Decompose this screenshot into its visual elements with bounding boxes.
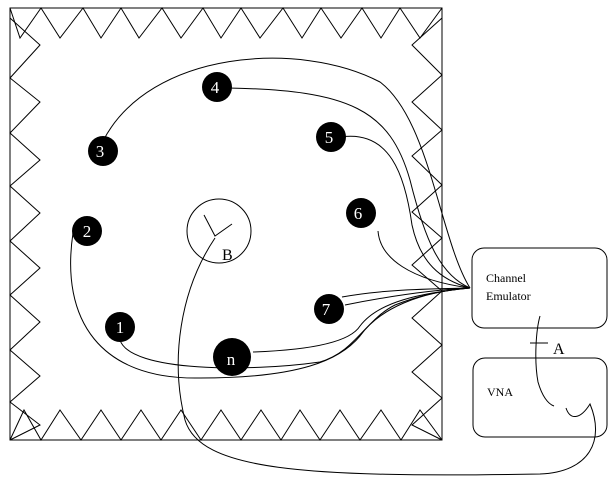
probe-4-label: 4 bbox=[211, 78, 220, 97]
port-a-label: A bbox=[553, 341, 565, 358]
cable-probe-1 bbox=[119, 287, 471, 369]
cable-probe-7b bbox=[344, 287, 471, 306]
probe-4-circle bbox=[202, 72, 232, 102]
probe-6: 6 bbox=[346, 198, 376, 228]
probe-array: 1 2 3 4 5 6 7 n bbox=[72, 72, 376, 376]
probe-1: 1 bbox=[105, 312, 135, 342]
probe-6-circle bbox=[346, 198, 376, 228]
probe-5-circle bbox=[316, 122, 346, 152]
cable-probe-4 bbox=[227, 87, 471, 289]
cable-probe-7 bbox=[341, 287, 471, 298]
antenna-icon bbox=[203, 214, 233, 237]
probe-cables bbox=[70, 57, 471, 379]
cable-base-to-vna bbox=[177, 237, 597, 476]
absorber-bottom bbox=[9, 408, 443, 441]
chamber-wall bbox=[9, 7, 443, 441]
vna-box bbox=[472, 357, 608, 438]
cable-probe-6 bbox=[377, 230, 471, 289]
probe-3-circle bbox=[88, 136, 118, 166]
base-station: B bbox=[177, 198, 597, 476]
probe-n-label: n bbox=[227, 350, 236, 369]
channel-emulator-label-line2: Emulator bbox=[486, 289, 531, 303]
probe-7-label: 7 bbox=[322, 300, 331, 319]
probe-6-label: 6 bbox=[354, 204, 363, 223]
cable-probe-n bbox=[252, 287, 471, 353]
vna-label: VNA bbox=[487, 385, 513, 399]
anechoic-chamber bbox=[9, 7, 443, 441]
absorber-right bbox=[411, 17, 443, 441]
emulator-vna-link bbox=[530, 315, 555, 407]
probe-5: 5 bbox=[316, 122, 346, 152]
probe-n-circle bbox=[213, 338, 251, 376]
probe-3-label: 3 bbox=[96, 142, 105, 161]
base-station-label: B bbox=[222, 247, 233, 264]
cable-probe-2 bbox=[70, 232, 471, 379]
cable-emulator-to-vna bbox=[535, 315, 555, 407]
probe-2-circle bbox=[72, 216, 102, 246]
probe-5-label: 5 bbox=[325, 128, 334, 147]
probe-n: n bbox=[213, 338, 251, 376]
channel-emulator: Channel Emulator bbox=[471, 247, 608, 329]
probe-2-label: 2 bbox=[83, 222, 92, 241]
channel-emulator-label-line1: Channel bbox=[486, 271, 527, 285]
absorber-top bbox=[9, 7, 443, 40]
probe-7-circle bbox=[314, 294, 344, 324]
cable-probe-5 bbox=[340, 135, 471, 289]
probe-4: 4 bbox=[202, 72, 232, 102]
probe-7: 7 bbox=[314, 294, 344, 324]
vna: VNA bbox=[472, 357, 608, 438]
base-station-circle bbox=[186, 198, 252, 264]
probe-2: 2 bbox=[72, 216, 102, 246]
cable-probe-3 bbox=[102, 57, 471, 289]
probe-1-label: 1 bbox=[116, 318, 125, 337]
channel-emulator-box bbox=[471, 247, 608, 329]
absorber-left bbox=[9, 17, 41, 441]
probe-1-circle bbox=[105, 312, 135, 342]
probe-3: 3 bbox=[88, 136, 118, 166]
